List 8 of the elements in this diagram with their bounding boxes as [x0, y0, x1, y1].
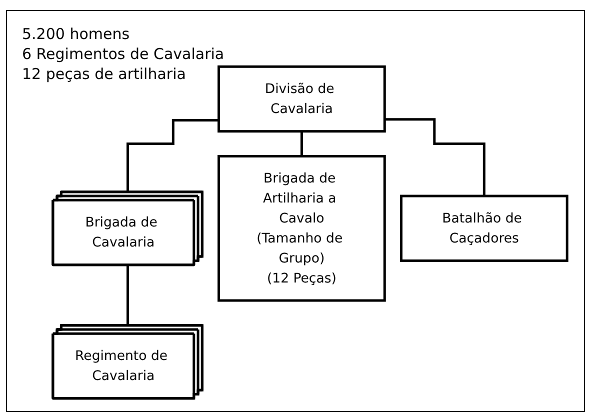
node-box: Brigada de Artilharia a Cavalo (Tamanho de Grupo) (12 Peças)	[218, 154, 386, 302]
note-text: 12 peças de artilharia	[22, 64, 186, 84]
connector	[300, 130, 303, 158]
note-text: 6 Regimentos de Cavalaria	[22, 44, 224, 64]
node-box: Divisão de Cavalaria	[218, 65, 386, 133]
note-text: 5.200 homens	[22, 24, 130, 44]
node-box: Batalhão de Caçadores	[400, 194, 568, 262]
connector	[384, 118, 486, 198]
